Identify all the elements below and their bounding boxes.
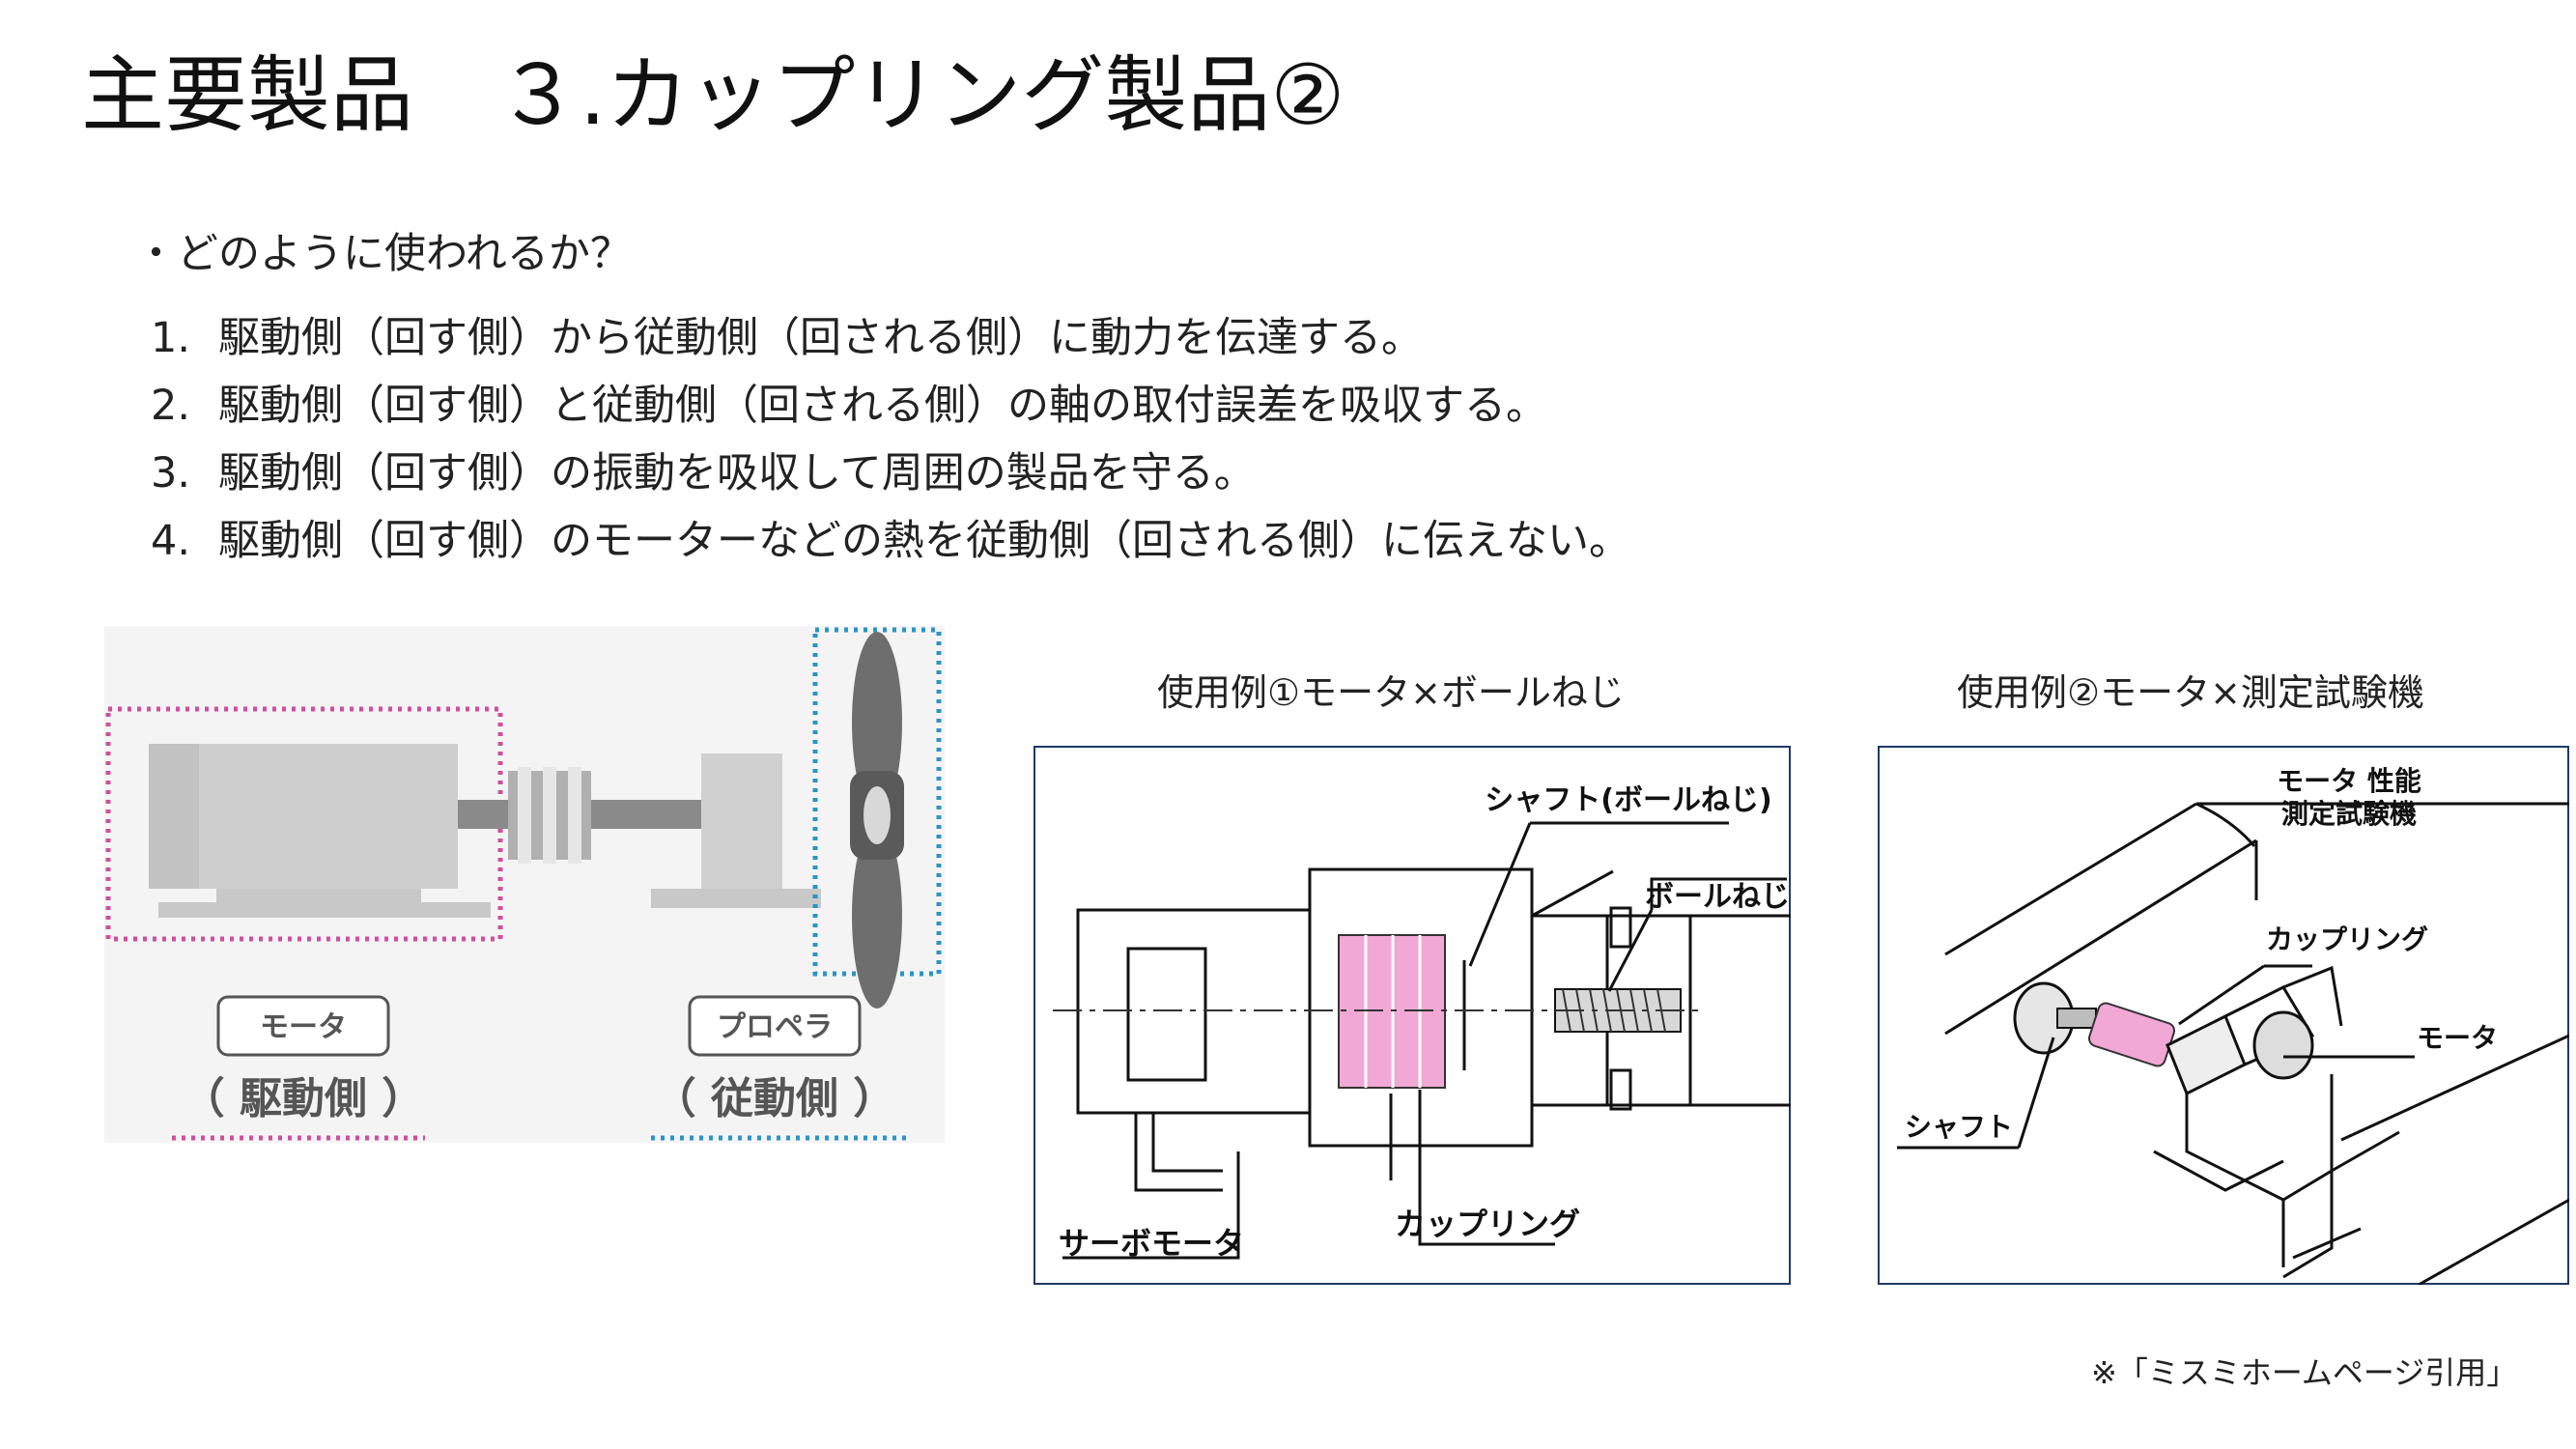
example1-caption: 使用例①モータ×ボールねじ [1157,671,1625,714]
servo-motor-label: サーボモータ [1059,1225,1244,1262]
list-item-number: 3. [151,449,191,497]
motor-label: モータ [2417,1022,2498,1054]
list-item-number: 4. [151,517,191,565]
drive-diagram: モータ （ 駆動側 ） プロペラ （ 従動側 ） [104,626,945,1143]
tester-label-line2: 測定試験機 [2281,798,2417,830]
list-item-text: 駆動側（回す側）の振動を吸収して周囲の製品を守る。 [218,449,1256,497]
list-item: 1. 駆動側（回す側）から従動側（回される側）に動力を伝達する。 [151,304,1423,364]
list-item: 3. 駆動側（回す側）の振動を吸収して周囲の製品を守る。 [151,440,1256,499]
list-item-text: 駆動側（回す側）と従動側（回される側）の軸の取付誤差を吸収する。 [218,382,1547,430]
coupling-shape [508,767,591,864]
coupling-label: カップリング [2266,923,2428,955]
motor-shape [2153,965,2400,1279]
driven-side-label: （ 従動側 ） [654,1074,896,1123]
driving-side-label: （ 駆動側 ） [183,1074,425,1123]
list-item-number: 1. [151,314,191,362]
driving-side-box [105,706,503,942]
question-heading: ・どのように使われるか？ [135,230,632,278]
list-item: 4. 駆動側（回す側）のモーターなどの熱を従動側（回される側）に伝えない。 [151,507,1630,567]
shaft-label: シャフト [1905,1111,2013,1143]
list-item: 2. 駆動側（回す側）と従動側（回される側）の軸の取付誤差を吸収する。 [151,372,1547,432]
bearing-shape [701,753,782,896]
page-title: 主要製品 ３.カップリング製品② [81,47,1345,144]
motor-label: モータ [260,1010,347,1044]
ballscrew-label: ボールねじ [1645,880,1790,914]
propeller-label: プロペラ [717,1010,833,1044]
list-item-text: 駆動側（回す側）のモーターなどの熱を従動側（回される側）に伝えない。 [218,517,1630,565]
example2-caption: 使用例②モータ×測定試験機 [1957,671,2424,714]
example2-diagram: モータ 性能 測定試験機 カップリング モータ シャフト [1878,746,2569,1285]
propeller-shape [850,632,904,1009]
shaft-shape [2013,981,2097,1055]
driven-side-box [812,627,942,977]
shaft-label: シャフト(ボールねじ) [1485,783,1771,817]
tester-shape [1944,802,2569,1036]
source-note: ※「ミスミホームページ引用」 [2091,1354,2518,1391]
list-item-number: 2. [151,382,191,430]
list-item-text: 駆動側（回す側）から従動側（回される側）に動力を伝達する。 [218,314,1423,362]
example1-diagram: シャフト(ボールねじ) ボールねじ カップリング サーボモータ [1033,746,1791,1285]
coupling-label: カップリング [1395,1206,1580,1242]
tester-label-line1: モータ 性能 [2277,765,2421,797]
motor-shape [149,744,458,889]
